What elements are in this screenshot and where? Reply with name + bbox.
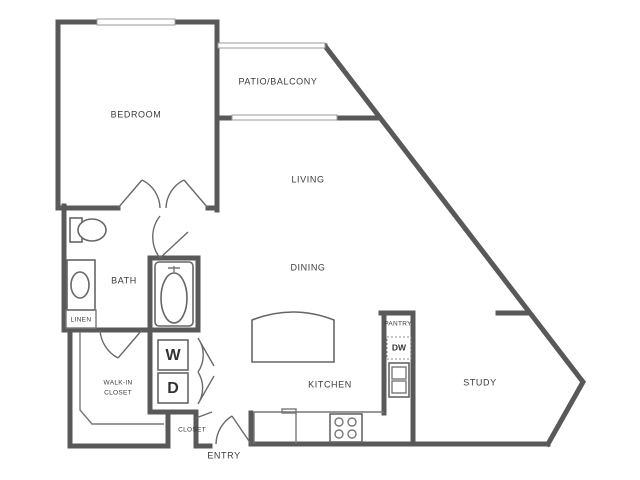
- tub-faucet-icon: [168, 266, 180, 272]
- washer-box: [157, 339, 189, 371]
- washer-label: W: [165, 347, 181, 364]
- label-dining: DINING: [290, 262, 325, 272]
- burner-icon-4: [347, 429, 357, 439]
- patio-window: [217, 42, 326, 49]
- entry-door: [215, 415, 252, 445]
- dryer-label: D: [167, 380, 179, 397]
- label-entry: ENTRY: [207, 450, 240, 460]
- dishwasher-box: [386, 336, 412, 360]
- dryer-box: [157, 372, 189, 404]
- walkin-door: [99, 329, 143, 359]
- kitchen-counter: [253, 411, 384, 444]
- entry-closet-wall: [193, 409, 213, 449]
- kitchen-sink-basin: [391, 366, 407, 380]
- dishwasher-label: DW: [392, 342, 407, 352]
- doors: [99, 179, 252, 445]
- bathtub-basin: [160, 272, 188, 324]
- toilet-bowl: [77, 218, 107, 242]
- kitchen-sink: [388, 362, 410, 398]
- bedroom-door-left: [117, 179, 161, 209]
- label-bath: BATH: [111, 275, 137, 285]
- fixtures: [65, 217, 412, 444]
- counter-sink-edge: [281, 408, 297, 414]
- interior-walls: [55, 114, 531, 449]
- bedroom-window: [96, 18, 176, 26]
- closet-shelf: [79, 332, 164, 425]
- tub-enclosure: [147, 255, 201, 333]
- laundry-door-2: [197, 371, 215, 405]
- label-study: STUDY: [463, 377, 497, 387]
- burner-icon-2: [347, 417, 357, 427]
- label-kitchen: KITCHEN: [308, 379, 352, 389]
- bath-sink-icon: [70, 271, 90, 299]
- bath-door: [152, 215, 189, 259]
- entry-closet-door: [195, 411, 213, 419]
- laundry-door-1: [197, 337, 215, 373]
- linen-shelf: [65, 309, 97, 329]
- range-stove: [329, 413, 363, 443]
- laundry-walls: [147, 327, 199, 415]
- label-pantry: PANTRY: [384, 321, 412, 328]
- label-living: LIVING: [291, 174, 324, 184]
- patio-sliding-door: [231, 114, 338, 121]
- label-closet: CLOSET: [178, 427, 206, 434]
- kitchen-island: [251, 311, 335, 363]
- burner-icon-1: [334, 417, 344, 427]
- label-linen: LINEN: [71, 317, 92, 324]
- burner-icon-3: [334, 429, 344, 439]
- labels: BEDROOM PATIO/BALCONY LIVING DINING BATH…: [71, 76, 497, 460]
- kitchen-sink-basin-2: [391, 380, 407, 394]
- bedroom-door-right: [165, 179, 209, 209]
- label-walkin-2: CLOSET: [104, 390, 132, 397]
- label-patio: PATIO/BALCONY: [239, 76, 318, 86]
- diagonal-wall: [321, 42, 586, 448]
- label-bedroom: BEDROOM: [111, 109, 162, 119]
- label-walkin-1: WALK-IN: [104, 380, 133, 387]
